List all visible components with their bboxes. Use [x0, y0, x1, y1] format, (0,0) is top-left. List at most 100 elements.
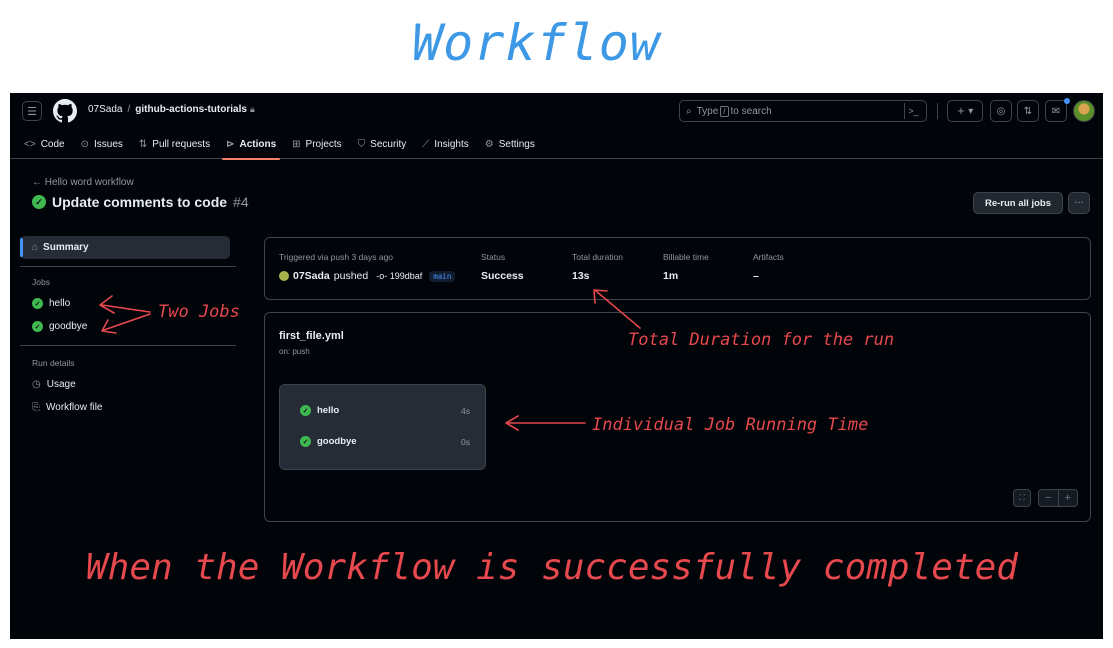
status-info: Status Success — [481, 252, 524, 282]
sidebar-divider — [20, 345, 236, 346]
sidebar-item-summary[interactable]: ⌂ Summary — [20, 236, 230, 259]
tab-actions[interactable]: ⊳ Actions — [222, 129, 281, 160]
trigger-info: Triggered via push 3 days ago 07Sada pus… — [279, 252, 456, 282]
job-name: hello — [317, 405, 340, 416]
tab-label: Actions — [239, 138, 277, 150]
issues-icon[interactable]: ◎ — [990, 100, 1012, 122]
tab-label: Settings — [498, 138, 535, 150]
workflow-trigger: on: push — [279, 347, 310, 356]
table-icon: ⊞ — [292, 138, 301, 150]
menu-icon[interactable]: ☰ — [22, 101, 42, 121]
back-link[interactable]: ← Hello word workflow — [32, 177, 134, 188]
workflow-graph-card: first_file.yml on: push ✓ hello 4s ✓ goo… — [264, 312, 1091, 522]
branch-badge[interactable]: main — [429, 270, 456, 282]
page-heading: Workflow — [412, 14, 661, 72]
notification-dot — [1064, 98, 1070, 104]
user-avatar[interactable] — [1073, 100, 1095, 122]
tab-label: Issues — [93, 138, 123, 150]
breadcrumb: 07Sada/github-actions-tutorials🔒︎ — [88, 104, 255, 115]
tab-label: Projects — [305, 138, 342, 150]
actor-action: pushed — [333, 270, 369, 282]
owner-link[interactable]: 07Sada — [88, 104, 123, 115]
repo-link[interactable]: github-actions-tutorials — [135, 104, 247, 115]
check-circle-icon: ✓ — [32, 195, 46, 209]
duration-info: Total duration 13s — [572, 252, 623, 282]
artifacts-value: – — [753, 270, 759, 282]
commit-icon: -o- — [376, 271, 390, 281]
more-options-icon[interactable]: ··· — [1068, 192, 1090, 214]
tab-issues[interactable]: ⊙ Issues — [81, 129, 123, 159]
artifacts-info: Artifacts – — [753, 252, 784, 282]
tab-projects[interactable]: ⊞ Projects — [292, 129, 342, 159]
jobs-group: ✓ hello 4s ✓ goodbye 0s — [279, 384, 486, 470]
actor-name[interactable]: 07Sada — [293, 270, 330, 282]
play-icon: ⊳ — [226, 138, 235, 150]
sidebar-job-hello[interactable]: ✓ hello — [32, 298, 70, 309]
sidebar-item-label: hello — [49, 298, 71, 309]
status-value: Success — [481, 270, 524, 282]
actor-avatar[interactable] — [279, 271, 289, 281]
fullscreen-icon[interactable]: ⛶ — [1013, 489, 1031, 507]
job-goodbye[interactable]: ✓ goodbye 0s — [300, 436, 470, 447]
tab-label: Security — [370, 138, 407, 150]
billable-label: Billable time — [663, 252, 709, 262]
inbox-icon[interactable]: ✉ — [1045, 100, 1067, 122]
repo-nav: <> Code ⊙ Issues ⇅ Pull requests ⊳ Actions ⊞… — [10, 129, 1103, 160]
artifacts-label: Artifacts — [753, 252, 784, 262]
two-jobs-annotation: Two Jobs — [158, 302, 240, 322]
job-duration: 4s — [461, 405, 470, 416]
run-title-text: Update comments to code — [52, 194, 228, 210]
issue-icon: ⊙ — [80, 138, 89, 150]
tab-insights[interactable]: ⟋ Insights — [422, 129, 468, 159]
search-placeholder-start: Type — [696, 105, 719, 117]
command-palette-icon[interactable]: >_ — [904, 103, 922, 119]
stopwatch-icon: ◷ — [32, 379, 41, 390]
commit-sha[interactable]: -o- 199dbaf — [376, 271, 422, 281]
tab-label: Insights — [434, 138, 469, 150]
check-circle-icon: ✓ — [300, 405, 311, 416]
sidebar-item-label: Workflow file — [46, 402, 103, 413]
header-divider — [937, 103, 938, 119]
tab-code[interactable]: <> Code — [24, 129, 65, 159]
run-title: ✓ Update comments to code #4 — [32, 194, 249, 210]
pull-request-icon: ⇅ — [138, 138, 148, 150]
commit-sha-text: 199dbaf — [389, 271, 423, 281]
job-hello[interactable]: ✓ hello 4s — [300, 405, 470, 416]
github-logo-icon[interactable] — [53, 99, 77, 123]
total-duration-annotation: Total Duration for the run — [628, 330, 895, 350]
sidebar-item-usage[interactable]: ◷ Usage — [32, 379, 76, 390]
shield-icon: ⛉ — [357, 138, 366, 150]
trigger-label: Triggered via push 3 days ago — [279, 252, 394, 262]
sidebar-job-goodbye[interactable]: ✓ goodbye — [32, 321, 87, 332]
job-name: goodbye — [317, 436, 357, 447]
sidebar-item-workflow-file[interactable]: ⎘ Workflow file — [32, 402, 103, 413]
check-circle-icon: ✓ — [32, 321, 43, 332]
graph-icon: ⟋ — [422, 138, 430, 150]
zoom-out-icon[interactable]: − — [1045, 492, 1052, 504]
check-circle-icon: ✓ — [300, 436, 311, 447]
check-circle-icon: ✓ — [32, 298, 43, 309]
search-input[interactable]: ⌕ Type / to search >_ — [679, 100, 927, 122]
zoom-in-icon[interactable]: + — [1057, 490, 1078, 506]
run-number: #4 — [233, 194, 249, 210]
zoom-controls: − + — [1038, 489, 1078, 507]
search-placeholder-end: to search — [730, 105, 772, 117]
tab-security[interactable]: ⛉ Security — [358, 129, 407, 159]
code-icon: <> — [24, 138, 36, 150]
run-details-heading: Run details — [32, 358, 75, 368]
jobs-heading: Jobs — [32, 277, 50, 287]
github-actions-screen: ☰ 07Sada/github-actions-tutorials🔒︎ ⌕ Ty… — [10, 93, 1103, 639]
tab-label: Code — [40, 138, 65, 150]
workflow-file-name[interactable]: first_file.yml — [279, 330, 344, 342]
global-header: ☰ 07Sada/github-actions-tutorials🔒︎ ⌕ Ty… — [10, 93, 1103, 129]
tab-label: Pull requests — [152, 138, 211, 150]
breadcrumb-separator: / — [127, 104, 131, 115]
job-time-annotation: Individual Job Running Time — [592, 415, 869, 435]
pull-requests-icon[interactable]: ⇅ — [1017, 100, 1039, 122]
rerun-all-jobs-button[interactable]: Re-run all jobs — [973, 192, 1063, 214]
job-duration: 0s — [461, 436, 470, 447]
sidebar-item-label: goodbye — [49, 321, 88, 332]
tab-settings[interactable]: ⚙Settings — [485, 129, 535, 159]
create-new-button[interactable]: + ▾ — [947, 100, 983, 122]
tab-pull-requests[interactable]: ⇅ Pull requests — [139, 129, 210, 159]
